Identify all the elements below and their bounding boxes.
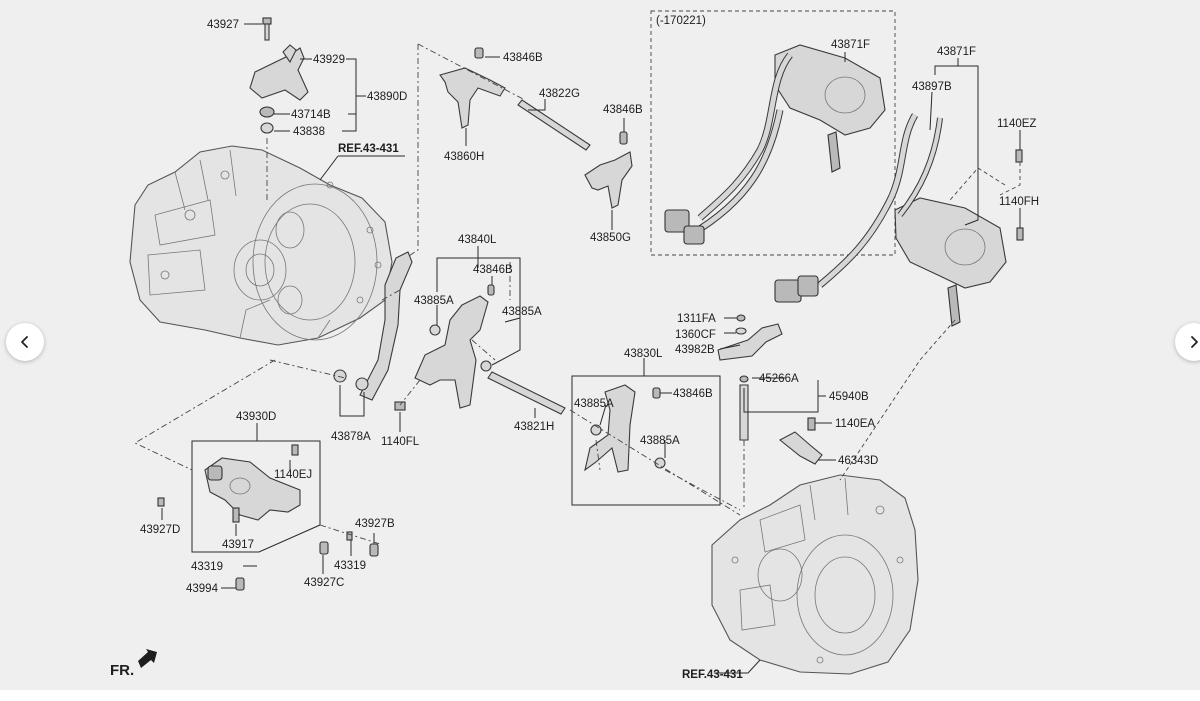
shift-fork-43840L [414,284,566,415]
label-43878A: 43878A [331,431,371,443]
label-43982B: 43982B [675,344,715,356]
label-43830L: 43830L [624,348,663,360]
label-1140EA: 1140EA [835,418,875,430]
shift-lever-43878A [333,251,413,411]
label-43846B-a: 43846B [503,52,543,64]
label-43885A-b: 43885A [502,306,542,318]
label-43885A-c: 43885A [574,398,614,410]
label-43838: 43838 [293,126,325,138]
label-43927C: 43927C [304,577,344,589]
label-43871F-b: 43871F [937,46,976,58]
label-43929: 43929 [313,54,345,66]
label-43871F-a: 43871F [831,39,870,51]
label-43885A-d: 43885A [640,435,680,447]
label-43885A-a: 43885A [414,295,454,307]
label-43860H: 43860H [444,151,484,163]
previous-image-button[interactable] [6,323,44,361]
label-43850G: 43850G [590,232,631,244]
label-1311FA: 1311FA [677,313,716,325]
label-43927D: 43927D [140,524,180,536]
label-1360CF: 1360CF [675,329,716,341]
label-43319-a: 43319 [191,561,223,573]
label-45266A: 45266A [759,373,799,385]
bracket-43982B-group [717,314,783,361]
shift-fork-43860H-group [439,47,633,209]
front-direction-indicator: FR. [110,649,157,679]
transmission-case-left [129,145,393,346]
label-date-note: (-170221) [656,15,706,27]
transmission-case-right [711,474,919,675]
fr-label: FR. [110,662,134,679]
label-43319-b: 43319 [334,560,366,572]
label-43846B-d: 43846B [673,388,713,400]
assembly-dash-lines [134,162,1021,545]
front-arrow-icon [138,649,157,668]
ref-label-bottom: REF.43-431 [682,669,743,681]
actuator-43871F-lower [774,113,1024,327]
label-43840L: 43840L [458,234,497,246]
bracket-assembly-43890D [249,17,309,200]
label-43994: 43994 [186,583,219,595]
label-43927: 43927 [207,19,239,31]
chevron-left-icon [21,336,28,348]
label-43821H: 43821H [514,421,554,433]
label-46343D: 46343D [838,455,878,467]
next-image-button[interactable] [1175,323,1200,361]
label-43897B: 43897B [912,81,952,93]
label-43917: 43917 [222,539,254,551]
label-1140EJ: 1140EJ [274,469,312,481]
selector-assembly-43930D [157,444,379,591]
label-43714B: 43714B [291,109,331,121]
label-43846B-b: 43846B [603,104,643,116]
label-43822G: 43822G [539,88,580,100]
label-45940B: 45940B [829,391,869,403]
label-43890D: 43890D [367,91,407,103]
sensor-45940B-group [739,375,823,465]
dashed-box-170221 [650,10,896,256]
chevron-right-icon [1191,336,1198,348]
label-43927B: 43927B [355,518,395,530]
leader-lines [161,23,1021,674]
label-1140FH: 1140FH [999,196,1039,208]
label-1140EZ: 1140EZ [997,118,1036,130]
label-1140FL: 1140FL [381,436,420,448]
ref-label-top: REF.43-431 [338,143,399,155]
label-43930D: 43930D [236,411,276,423]
label-43846B-c: 43846B [473,264,513,276]
actuator-43871F-upper [664,44,886,245]
part-labels: 43927 43929 43890D 43714B 43838 REF.43-4… [140,15,1039,681]
